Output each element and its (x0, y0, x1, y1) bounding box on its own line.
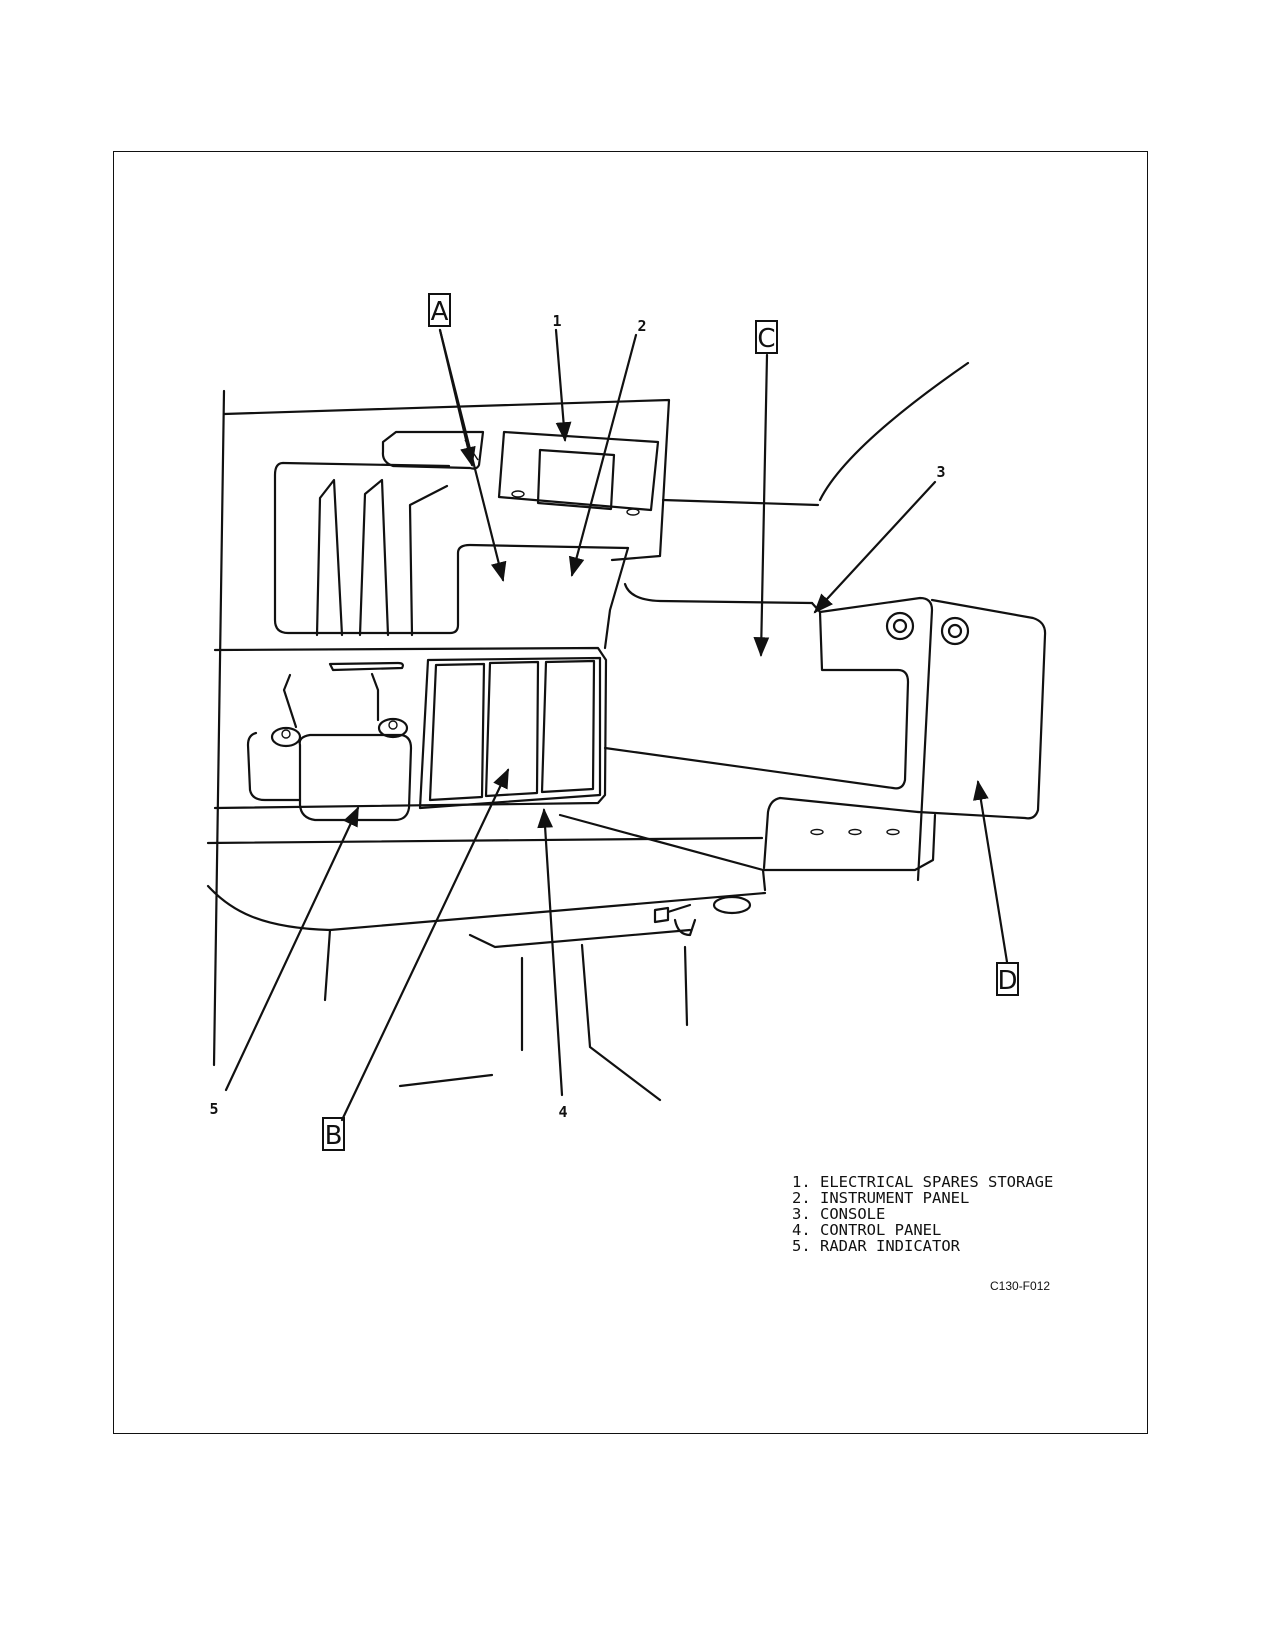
callout-letter-a: A (428, 293, 451, 327)
callout-letter-d: D (996, 962, 1019, 996)
shelf-knob (653, 895, 752, 937)
storage-compartment (273, 430, 630, 637)
legend-item: 5. RADAR INDICATOR (792, 1237, 960, 1255)
callout-letter-c: C (755, 320, 778, 354)
figure-frame (113, 151, 1148, 1434)
console (603, 596, 1047, 882)
legend-item: 4. CONTROL PANEL (792, 1221, 942, 1239)
legend-item: 3. CONSOLE (792, 1205, 886, 1223)
electrical-spares-storage-box (497, 430, 660, 516)
callout-number-4: 4 (558, 1103, 567, 1121)
control-panel (418, 656, 602, 810)
radar-indicator (246, 661, 413, 822)
callout-letter-b: B (322, 1117, 345, 1151)
legend-item: 1. ELECTRICAL SPARES STORAGE (792, 1173, 1054, 1191)
svg-text:A: A (431, 297, 449, 327)
instrument-panel-body (206, 546, 814, 1102)
svg-text:B: B (325, 1121, 343, 1151)
legend-item: 2. INSTRUMENT PANEL (792, 1189, 970, 1207)
callout-number-1: 1 (552, 312, 561, 330)
cabin-wall (212, 361, 970, 1067)
svg-text:D: D (997, 966, 1017, 996)
legend: 1. ELECTRICAL SPARES STORAGE 2. INSTRUME… (792, 1174, 1053, 1254)
svg-text:C: C (757, 324, 775, 354)
callout-number-5: 5 (209, 1100, 218, 1118)
figure-id: C130-F012 (990, 1279, 1051, 1293)
callout-number-2: 2 (637, 317, 646, 335)
callout-number-3: 3 (936, 463, 945, 481)
leader-lines (224, 328, 1009, 1122)
